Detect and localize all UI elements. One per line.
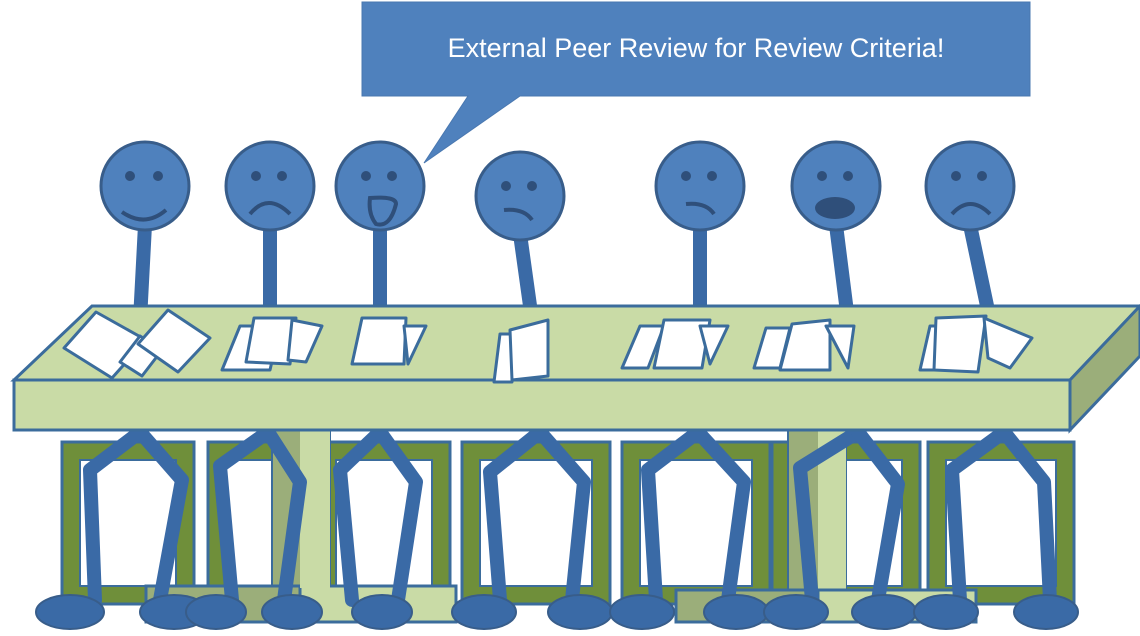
review-papers	[62, 308, 1034, 384]
paper-stack	[220, 316, 324, 372]
foot	[1013, 594, 1079, 630]
reviewer-head-frown	[224, 140, 316, 232]
reviewer-head-skeptical	[654, 140, 746, 232]
foot	[261, 594, 323, 630]
foot	[703, 594, 769, 630]
reviewer-heads	[99, 140, 1016, 242]
speech-bubble-shape	[361, 1, 1031, 164]
paper-stack	[350, 316, 428, 366]
paper-stack	[62, 308, 212, 380]
paper-stack	[620, 318, 730, 370]
paper-stack	[918, 314, 1034, 374]
reviewer-head-frown	[924, 140, 1016, 232]
table-side-edge	[1068, 303, 1140, 434]
foot	[609, 594, 675, 630]
paper-stack	[492, 318, 550, 384]
table-front-edge	[12, 378, 1072, 432]
foot	[451, 594, 517, 630]
paper-stack	[752, 318, 856, 372]
reviewer-head-smile	[99, 140, 191, 232]
reviewer-head-skeptical	[474, 150, 566, 242]
foot	[35, 594, 105, 630]
reviewer-head-open-smile	[334, 140, 426, 232]
foot	[351, 594, 413, 630]
foot	[547, 594, 613, 630]
chair	[460, 440, 612, 606]
foot	[185, 594, 247, 630]
foot	[913, 594, 979, 630]
reviewer-legs	[83, 425, 1057, 607]
speech-bubble: External Peer Review for Review Criteria…	[361, 1, 1031, 164]
foot	[763, 594, 829, 630]
speech-bubble-text: External Peer Review for Review Criteria…	[448, 33, 945, 63]
reviewer-head-shocked	[790, 140, 882, 232]
reviewer-feet	[35, 594, 1079, 630]
foot	[851, 594, 917, 630]
